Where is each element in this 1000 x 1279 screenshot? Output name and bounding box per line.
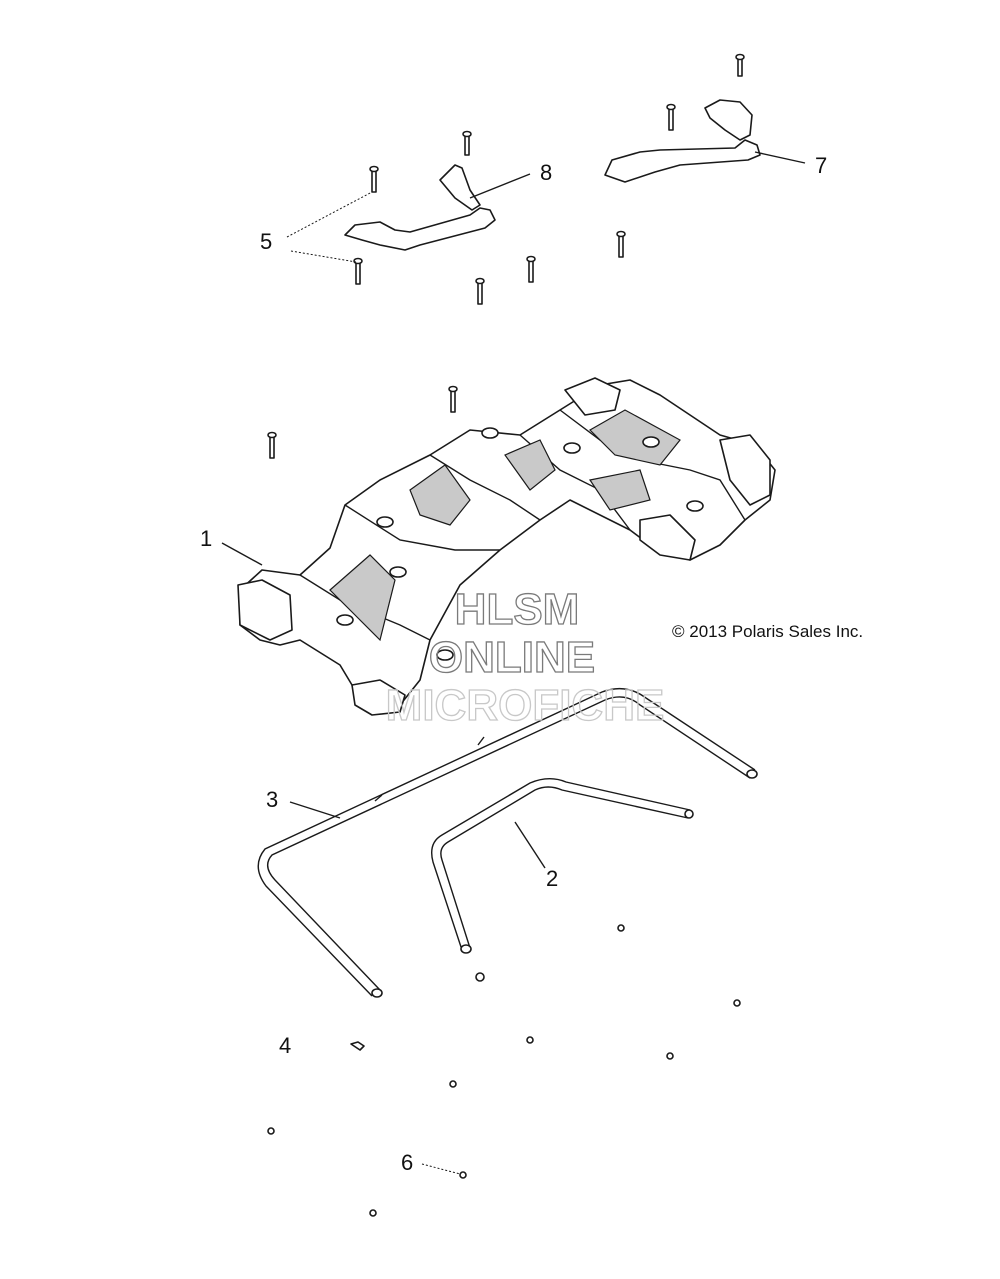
bolt-icon [448,385,458,413]
nut-icon [666,1052,674,1060]
callout-6: 6 [401,1150,413,1175]
callout-1: 1 [200,526,212,551]
watermark-line-2: ONLINE [429,633,595,682]
watermark-line-3: MICROFICHE [386,681,665,730]
bolt-icon [369,165,379,193]
nut-icon [267,1127,275,1135]
bent-tube-icon [430,778,694,954]
rack-frame-icon [237,377,776,716]
callout-7: 7 [815,153,827,178]
nut-icon [475,972,485,982]
nut-icon [526,1036,534,1044]
clamp-bracket-icon [604,53,761,183]
leader-lines [221,151,806,1175]
callout-3: 3 [266,787,278,812]
bolt-icon [267,431,277,459]
nut-icon [369,1209,377,1217]
nut-icon [350,1041,365,1051]
bolt-icon [616,230,626,258]
nut-icon [617,924,625,932]
bolt-icon [353,257,363,285]
nut-icon [449,1080,457,1088]
copyright-notice: © 2013 Polaris Sales Inc. [672,622,863,641]
callout-2: 2 [546,866,558,891]
bolt-icon [526,255,536,283]
callout-5: 5 [260,229,272,254]
nut-icon [733,999,741,1007]
callout-8: 8 [540,160,552,185]
bolt-icon [475,277,485,305]
bent-tube-icon [257,687,758,998]
nut-icon [459,1171,467,1179]
callout-4: 4 [279,1033,291,1058]
clamp-bracket-icon [344,130,496,251]
watermark-line-1: HLSM [455,585,580,634]
